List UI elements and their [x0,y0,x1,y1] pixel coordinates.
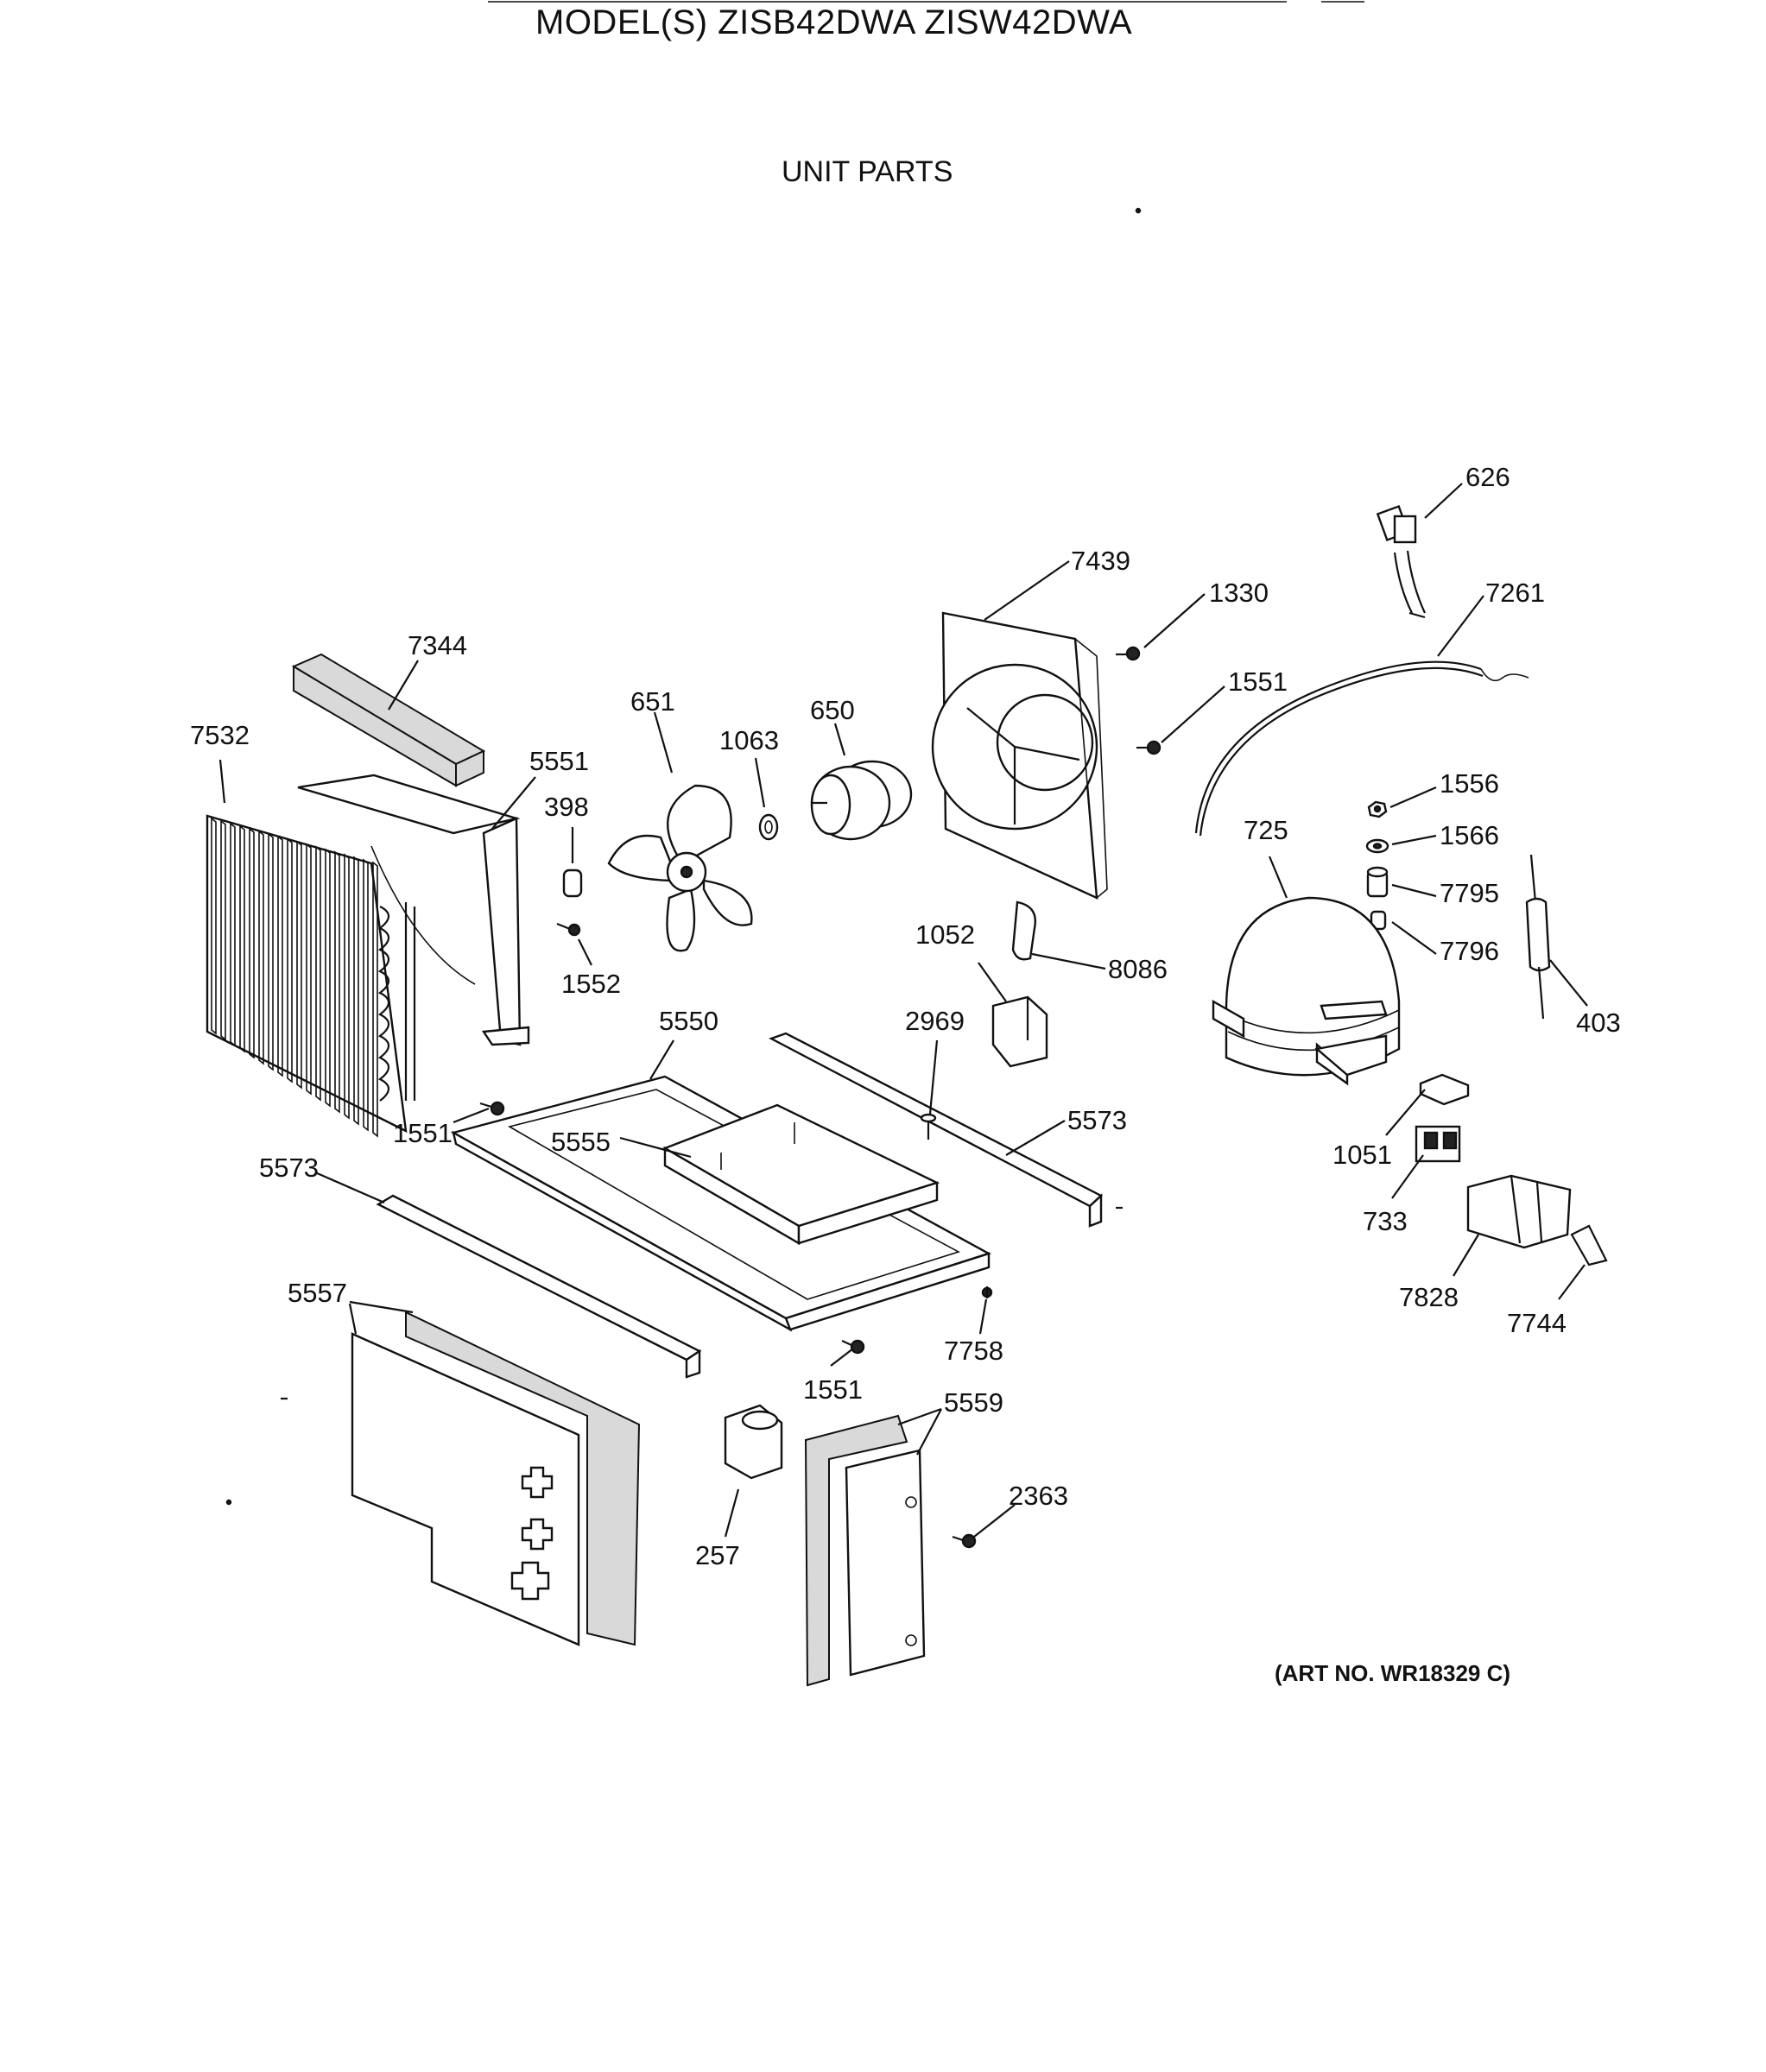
screw-1330 [1116,646,1141,661]
rail-5573-left [376,1194,702,1379]
callout-7344: 7344 [408,630,467,660]
callout-651: 651 [630,686,675,717]
panel-5559 [804,1414,926,1687]
condenser-fin [268,832,274,1071]
callout-7828: 7828 [1399,1282,1459,1312]
callout-5573-left: 5573 [259,1153,319,1183]
section-title: UNIT PARTS [782,155,953,188]
callout-5551: 5551 [529,746,589,776]
dot-mark [225,1499,232,1506]
overload-1051 [1419,1073,1470,1106]
screw-2363 [952,1533,977,1549]
condenser-fin [249,827,255,1059]
condenser-fin [211,817,217,1035]
callout-725: 725 [1244,815,1288,845]
callout-2969: 2969 [905,1006,965,1036]
condenser-fin [363,858,369,1132]
drier-403 [1525,854,1551,1020]
callout-5557: 5557 [288,1278,347,1308]
screw-1552 [556,922,581,937]
condenser-fin [296,840,302,1090]
fan-blade-651 [607,784,753,952]
callout-8086: 8086 [1108,954,1168,984]
shroud-5551 [297,774,530,1046]
condenser-fin [287,837,293,1083]
callout-1566: 1566 [1440,820,1499,850]
model-title: MODEL(S) ZISB42DWA ZISW42DWA [535,3,1133,41]
fan-motor-650 [810,760,913,841]
callout-1552: 1552 [561,969,621,999]
callout-7261: 7261 [1485,578,1545,608]
condenser-7532 [206,814,416,1138]
condenser-fin [277,835,283,1077]
condenser-fin [258,830,264,1065]
callout-7532: 7532 [190,720,250,750]
capacitor-1052 [991,995,1048,1068]
sleeve-7796 [1370,910,1387,931]
fan-bracket-7439 [931,611,1108,900]
compressor-725 [1212,896,1401,1086]
screw-7758 [981,1286,993,1298]
callout-257: 257 [695,1540,740,1570]
callout-2363: 2363 [1009,1481,1068,1511]
condenser-fin [220,819,226,1041]
callout-5559: 5559 [944,1387,1003,1418]
dot-mark [1135,207,1142,214]
callout-403: 403 [1576,1008,1621,1038]
callout-7744: 7744 [1507,1308,1567,1338]
callout-7439: 7439 [1071,546,1130,576]
foam-strip-7344 [291,653,486,787]
timer-257 [724,1404,783,1480]
callout-5555: 5555 [551,1127,611,1157]
callout-1551-top: 1551 [1228,666,1288,697]
leader-lines [218,483,1588,1538]
callout-7796: 7796 [1440,936,1499,966]
clip-7744 [1570,1224,1608,1267]
cable-7261 [1194,660,1529,837]
callout-5550: 5550 [659,1006,718,1036]
screw-1551-top [1136,740,1162,755]
art-number: (ART NO. WR18329 C) [1275,1660,1511,1686]
panel-5557 [351,1311,641,1646]
callout-1051: 1051 [1332,1140,1392,1170]
cover-7828 [1466,1174,1572,1249]
callout-7795: 7795 [1440,878,1499,908]
clip-1063 [758,813,779,841]
callout-650: 650 [810,695,855,725]
callout-1063: 1063 [719,725,779,755]
screw-1551-bottom [841,1339,865,1355]
callout-1556: 1556 [1440,768,1499,799]
rail-5573-right [769,1032,1104,1228]
callout-7758: 7758 [944,1336,1003,1366]
condenser-fin [344,853,350,1120]
callout-1052: 1052 [915,919,975,950]
condenser-fin [372,861,378,1138]
condenser-fin [325,848,331,1108]
power-cord-626 [1376,504,1426,619]
part-398 [562,869,583,898]
screw-1551-left [479,1101,505,1116]
bracket-8086 [1011,900,1036,961]
condenser-fin [239,824,245,1053]
callout-626: 626 [1465,462,1510,492]
callout-733: 733 [1363,1206,1408,1236]
callout-1551-bottom: 1551 [803,1374,863,1405]
condenser-fin [315,845,321,1102]
condenser-fin [230,822,236,1047]
callout-1330: 1330 [1209,578,1269,608]
grommet-7795 [1366,866,1389,898]
callout-398: 398 [544,792,589,822]
condenser-fin [306,843,312,1096]
drain-pan-5555 [662,1103,940,1246]
washer-1566 [1365,838,1389,854]
screw-2969 [920,1113,937,1140]
condenser-fin [353,856,359,1126]
callout-1551-left: 1551 [393,1118,453,1148]
condenser-fin [334,850,340,1114]
nut-1556 [1367,800,1388,818]
callout-5573-right: 5573 [1067,1105,1127,1135]
